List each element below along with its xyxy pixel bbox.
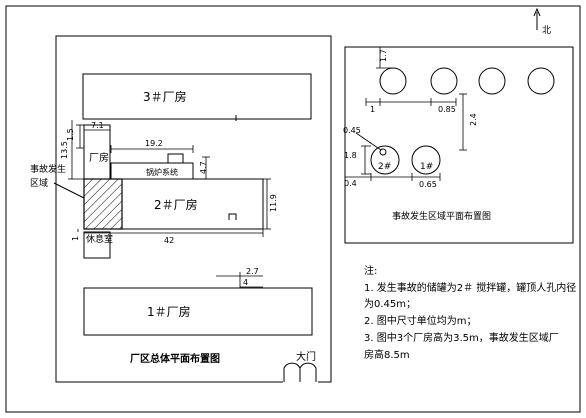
notes-heading: 注: xyxy=(364,266,378,277)
note-3-line-1: 3. 图中3个厂房高为3.5m，事故发生区域厂 xyxy=(364,333,559,344)
boiler-label: 锅炉系统 xyxy=(146,167,178,177)
dim-1-7: 1.7 xyxy=(379,49,388,62)
dim-0-65: 0.65 xyxy=(419,180,437,189)
site-plan-title: 厂区总体平面布置图 xyxy=(130,352,220,365)
north-label: 北 xyxy=(542,25,551,36)
dim-0-85: 0.85 xyxy=(438,105,456,114)
dim-42: 42 xyxy=(164,236,174,245)
accident-leader-line xyxy=(53,182,85,199)
dim-tank-1: 1 xyxy=(370,105,375,114)
tank-2 xyxy=(370,145,400,175)
factory-3 xyxy=(82,73,312,120)
dim-7-1: 7.1 xyxy=(91,121,104,130)
north-arrow: 北 xyxy=(533,7,551,36)
factory-1-label: 1＃厂房 xyxy=(147,304,191,319)
accident-area-label-line1: 事故发生 xyxy=(30,163,66,175)
drawing-frame xyxy=(5,5,581,413)
dim-2-4: 2.4 xyxy=(469,113,478,126)
tank-plan-title: 事故发生区域平面布置图 xyxy=(392,210,491,222)
accident-area-hatch xyxy=(83,178,123,230)
factory-1 xyxy=(83,287,313,336)
dim-1-left: 1 xyxy=(71,236,80,241)
dim-1-8: 1.8 xyxy=(344,151,357,160)
manhole xyxy=(379,148,387,156)
small-factory-label: 厂房 xyxy=(89,151,109,164)
dim-19-2: 19.2 xyxy=(145,139,163,148)
boiler-chimney xyxy=(167,153,184,164)
dim-1-5: 1.5 xyxy=(66,128,75,141)
tank-area-frame xyxy=(344,46,574,244)
dim-2-7: 2.7 xyxy=(246,267,259,276)
dim-13-5: 13.5 xyxy=(60,141,69,159)
dim-0-4: 0.4 xyxy=(344,179,357,188)
rest-room-label: 休息室 xyxy=(86,233,113,245)
note-1-line-2: 为0.45m； xyxy=(364,299,417,310)
factory-2-door xyxy=(228,213,237,220)
dim-4: 4 xyxy=(243,278,248,287)
dim-11-9: 11.9 xyxy=(269,194,278,212)
tank-1-label: 1# xyxy=(420,162,433,172)
factory-3-label: 3＃厂房 xyxy=(143,89,187,104)
small-factory xyxy=(83,124,111,180)
gate-label: 大门 xyxy=(296,350,316,363)
site-boundary xyxy=(55,35,332,383)
tank-top-1 xyxy=(379,67,407,95)
gate: 大门 xyxy=(283,350,317,382)
rest-room xyxy=(83,231,111,259)
dim-4-7: 4.7 xyxy=(199,161,208,174)
note-1-line-1: 1. 发生事故的储罐为2＃ 搅拌罐，罐顶人孔内径 xyxy=(364,283,577,294)
tank-top-2 xyxy=(430,67,458,95)
note-2: 2. 图中尺寸单位均为m； xyxy=(364,316,477,327)
tank-1 xyxy=(411,145,441,175)
accident-area-label-line2: 区域 xyxy=(30,177,48,189)
factory-2-label: 2＃厂房 xyxy=(154,197,198,212)
tank-top-4 xyxy=(527,67,555,95)
note-3-line-2: 房高8.5m xyxy=(364,350,410,361)
dim-0-45: 0.45 xyxy=(343,126,361,135)
tank-top-3 xyxy=(478,67,506,95)
tank-2-label: 2# xyxy=(378,162,391,172)
